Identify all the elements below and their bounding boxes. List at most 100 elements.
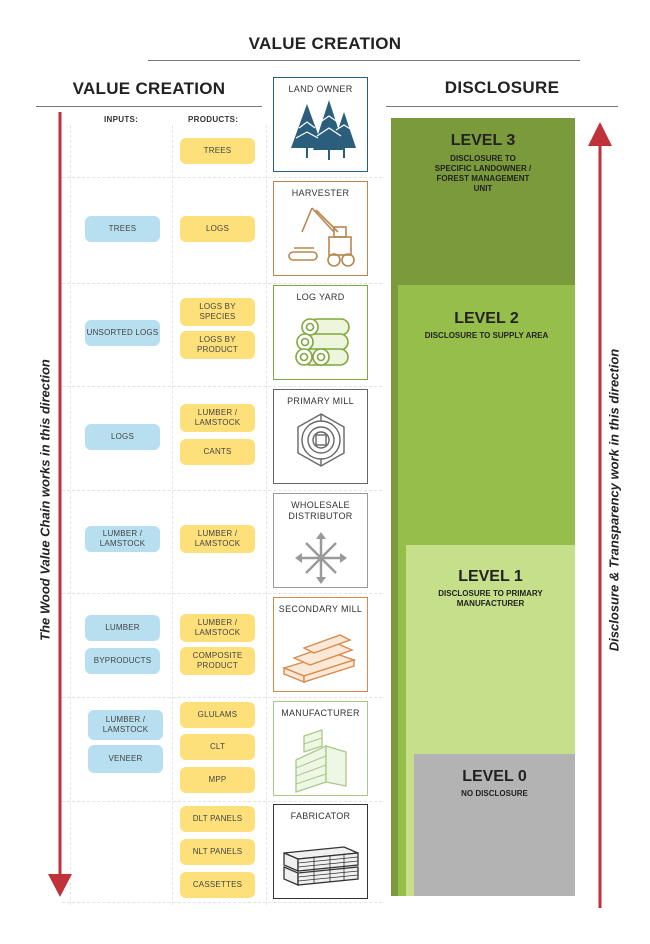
input-pill-lumber-lamstock: LUMBER / LAMSTOCK bbox=[85, 526, 160, 552]
column-separator bbox=[172, 125, 173, 905]
harvester-icon bbox=[288, 207, 355, 267]
column-separator bbox=[70, 125, 71, 905]
stage-label: LAND OWNER bbox=[288, 84, 353, 94]
level-3-desc: DISCLOSURE TO SPECIFIC LANDOWNER / FORES… bbox=[434, 154, 532, 193]
level-3-title: LEVEL 3 bbox=[450, 132, 516, 149]
product-pill-trees: TREES bbox=[180, 138, 255, 164]
row-separator bbox=[62, 386, 382, 387]
product-pill-nlt-panels: NLT PANELS bbox=[180, 839, 255, 865]
input-pill-label: BYPRODUCTS bbox=[93, 656, 152, 665]
product-pill-lumber-lamstock: LUMBER / LAMSTOCK bbox=[180, 404, 255, 432]
level-2-title: LEVEL 2 bbox=[454, 310, 519, 327]
product-pill-cants: CANTS bbox=[180, 439, 255, 465]
stage-label: MANUFACTURER bbox=[281, 708, 360, 718]
mass-timber-panels-icon bbox=[283, 846, 359, 886]
level-2-text: LEVEL 2 DISCLOSURE TO SUPPLY AREA bbox=[398, 285, 575, 365]
row-separator bbox=[62, 593, 382, 594]
value-chain-arrow-label: The Wood Value Chain works in this direc… bbox=[37, 359, 53, 641]
product-pill-cassettes: CASSETTES bbox=[180, 872, 255, 898]
row-separator bbox=[62, 697, 382, 698]
row-separator bbox=[62, 801, 382, 802]
level-3-text: LEVEL 3 DISCLOSURE TO SPECIFIC LANDOWNER… bbox=[391, 118, 575, 218]
row-separator bbox=[62, 283, 382, 284]
stage-label: FABRICATOR bbox=[290, 811, 351, 821]
input-pill-label: LUMBER bbox=[105, 623, 140, 632]
engineered-panel-icon bbox=[295, 729, 347, 793]
product-pill-logs-by-product: LOGS BY PRODUCT bbox=[180, 331, 255, 359]
row-separator bbox=[62, 490, 382, 491]
product-pill-lumber-lamstock-3: LUMBER / LAMSTOCK bbox=[180, 614, 255, 642]
input-pill-label: LUMBER / LAMSTOCK bbox=[102, 715, 149, 734]
input-pill-logs: LOGS bbox=[85, 424, 160, 450]
lumber-stack-icon bbox=[281, 634, 357, 684]
level-1-text: LEVEL 1 DISCLOSURE TO PRIMARY MANUFACTUR… bbox=[406, 545, 575, 625]
product-pill-clt: CLT bbox=[180, 734, 255, 760]
right-header-rule bbox=[386, 106, 618, 107]
product-pill-logs-by-species: LOGS BY SPECIES bbox=[180, 298, 255, 326]
value-chain-arrow bbox=[48, 112, 72, 897]
page-title: VALUE CREATION bbox=[248, 34, 402, 53]
product-pill-label: TREES bbox=[203, 146, 232, 155]
stage-label: HARVESTER bbox=[291, 188, 350, 198]
product-pill-label: LUMBER / LAMSTOCK bbox=[194, 408, 241, 427]
input-pill-lumber: LUMBER bbox=[85, 615, 160, 641]
level-0-block bbox=[414, 754, 575, 896]
level-0-desc: NO DISCLOSURE bbox=[461, 789, 528, 798]
stage-log-yard: LOG YARD bbox=[273, 285, 368, 380]
stage-label: WHOLESALE DISTRIBUTOR bbox=[288, 500, 353, 521]
product-pill-logs: LOGS bbox=[180, 216, 255, 242]
left-header-rule bbox=[36, 106, 262, 107]
stage-label: SECONDARY MILL bbox=[278, 604, 363, 614]
stage-harvester: HARVESTER bbox=[273, 181, 368, 276]
row-separator bbox=[62, 902, 382, 903]
row-separator bbox=[62, 177, 382, 178]
product-pill-label: CASSETTES bbox=[192, 880, 243, 889]
input-pill-veneer: VENEER bbox=[88, 745, 163, 773]
product-pill-label: LOGS BY SPECIES bbox=[199, 302, 236, 321]
product-pill-composite-product: COMPOSITE PRODUCT bbox=[180, 647, 255, 675]
log-pile-icon bbox=[295, 318, 350, 366]
product-pill-label: LOGS BY PRODUCT bbox=[197, 335, 238, 354]
disclosure-arrow bbox=[588, 122, 612, 908]
distribution-arrows-icon bbox=[295, 532, 347, 584]
input-pill-label: LUMBER / LAMSTOCK bbox=[99, 529, 146, 548]
products-column-header: PRODUCTS: bbox=[188, 115, 239, 124]
product-pill-mpp: MPP bbox=[180, 767, 255, 793]
stage-label: PRIMARY MILL bbox=[287, 396, 354, 406]
stage-wholesale-distributor: WHOLESALE DISTRIBUTOR bbox=[273, 493, 368, 588]
stage-fabricator: FABRICATOR bbox=[273, 804, 368, 899]
log-cross-section-icon bbox=[297, 413, 345, 467]
title-rule bbox=[148, 60, 580, 61]
level-0-text: LEVEL 0 NO DISCLOSURE bbox=[414, 754, 575, 814]
product-pill-dlt-panels: DLT PANELS bbox=[180, 806, 255, 832]
input-pill-label: UNSORTED LOGS bbox=[86, 328, 159, 337]
level-0-title: LEVEL 0 bbox=[462, 768, 527, 785]
product-pill-lumber-lamstock-2: LUMBER / LAMSTOCK bbox=[180, 525, 255, 553]
inputs-column-header: INPUTS: bbox=[104, 115, 139, 124]
stage-manufacturer: MANUFACTURER bbox=[273, 701, 368, 796]
stage-secondary-mill: SECONDARY MILL bbox=[273, 597, 368, 692]
level-1-desc: DISCLOSURE TO PRIMARY MANUFACTURER bbox=[438, 589, 543, 608]
product-pill-label: LUMBER / LAMSTOCK bbox=[194, 618, 241, 637]
product-pill-label: LOGS bbox=[205, 224, 230, 233]
left-header: VALUE CREATION bbox=[72, 79, 226, 98]
product-pill-label: LUMBER / LAMSTOCK bbox=[194, 529, 241, 548]
product-pill-glulams: GLULAMS bbox=[180, 702, 255, 728]
product-pill-label: GLULAMS bbox=[197, 710, 238, 719]
input-pill-lumber-lamstock-2: LUMBER / LAMSTOCK bbox=[88, 710, 163, 740]
product-pill-label: COMPOSITE PRODUCT bbox=[192, 651, 243, 670]
trees-icon bbox=[291, 100, 356, 160]
stage-primary-mill: PRIMARY MILL bbox=[273, 389, 368, 484]
product-pill-label: DLT PANELS bbox=[192, 814, 243, 823]
product-pill-label: MPP bbox=[208, 775, 227, 784]
input-pill-label: TREES bbox=[108, 224, 137, 233]
input-pill-trees: TREES bbox=[85, 216, 160, 242]
stage-label: LOG YARD bbox=[296, 292, 345, 302]
stage-land-owner: LAND OWNER bbox=[273, 77, 368, 172]
input-pill-byproducts: BYPRODUCTS bbox=[85, 648, 160, 674]
input-pill-unsorted-logs: UNSORTED LOGS bbox=[85, 320, 160, 346]
right-header: DISCLOSURE bbox=[444, 78, 560, 97]
input-pill-label: VENEER bbox=[108, 754, 143, 763]
column-separator bbox=[266, 125, 267, 905]
level-1-title: LEVEL 1 bbox=[458, 568, 523, 585]
